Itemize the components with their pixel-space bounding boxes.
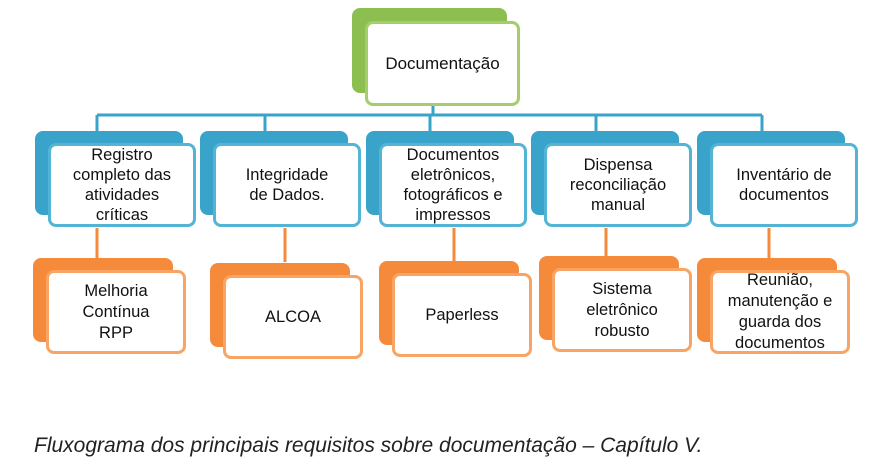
child-label: Reunião, manutenção e guarda dos documen… [727, 271, 833, 352]
flowchart: Documentação Registro completo das ativi… [33, 8, 858, 359]
child-label: Melhoria Contínua RPP [82, 281, 150, 342]
child-label: Sistema eletrônico robusto [586, 279, 658, 340]
child-label: ALCOA [265, 307, 321, 326]
figure-caption: Fluxograma dos principais requisitos sob… [34, 434, 703, 457]
branch-label: Inventário de documentos [736, 166, 832, 204]
connector-lines [95, 98, 771, 262]
branch-label: Documentos eletrônicos, fotográficos e i… [403, 146, 503, 224]
branch-label: Integridade de Dados. [245, 166, 329, 204]
branch-label: Registro completo das atividades crítica… [72, 146, 172, 224]
branch-label: Dispensa reconciliação manual [569, 156, 667, 214]
child-label: Paperless [425, 305, 499, 324]
root-label: Documentação [385, 53, 500, 73]
